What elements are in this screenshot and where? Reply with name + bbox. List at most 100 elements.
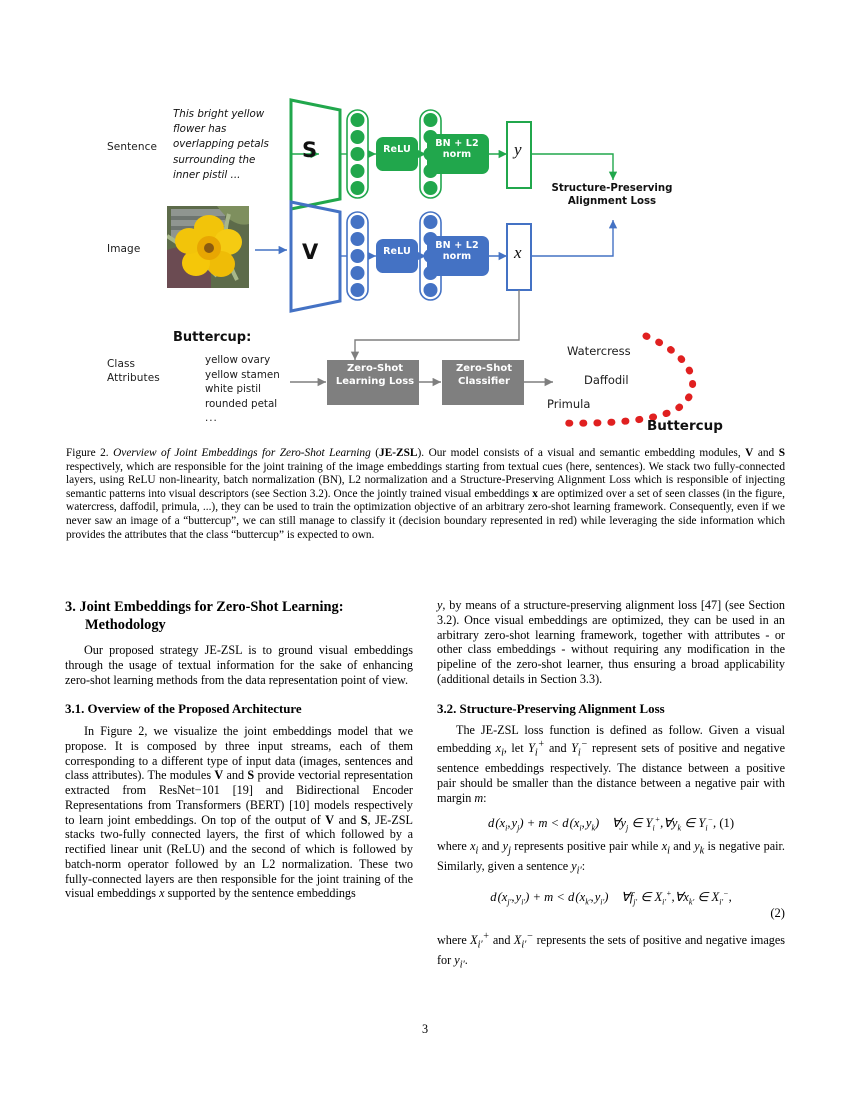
figure-caption: Figure 2. Overview of Joint Embeddings f… — [66, 447, 786, 541]
relu-block-sentence: ReLU — [383, 144, 411, 155]
semantic-encoder-letter: S — [302, 138, 318, 162]
paragraph-loss-definition: The JE-ZSL loss function is defined as f… — [437, 723, 785, 805]
equation-2-body: d (xj′, yi′) + m < d (xk′, yi′) — [490, 889, 609, 907]
math-Y-i-plus: Yi+ — [528, 739, 545, 759]
equation-1-quantifiers: ∀yj ∈ Yi+,∀yk ∈ Yi−, — [611, 814, 717, 833]
class-label-line1: Class — [107, 358, 136, 370]
math-y-i-prime: yi′ — [571, 859, 582, 877]
equation-1-number: (1) — [719, 815, 735, 830]
visual-embedding-variable: x — [514, 243, 522, 262]
section-3-2-heading: 3.2. Structure-Preserving Alignment Loss — [437, 701, 665, 716]
caption-bold-v: V — [745, 447, 754, 459]
zero-shot-classifier-block: Zero-Shot Classifier — [445, 362, 523, 388]
bn-l2-line1: BN + L2 — [435, 240, 479, 251]
caption-title: Overview of Joint Embeddings for Zero-Sh… — [113, 447, 371, 459]
visual-encoder-letter: V — [302, 240, 319, 264]
equation-2: d (xj′, yi′) + m < d (xk′, yi′) ∀fj′ ∈ X… — [437, 888, 785, 922]
math-yk: yk — [694, 839, 705, 857]
section-3-heading-line1: 3. Joint Embeddings for Zero-Shot Learni… — [65, 599, 344, 615]
caption-bold-x: x — [532, 487, 538, 500]
section-3-heading-line2: Methodology — [85, 617, 166, 633]
para-loss-d: represent sets of positive and negative … — [437, 741, 785, 805]
paragraph-architecture: In Figure 2, we visualize the joint embe… — [65, 724, 413, 901]
math-y-i-prime-2: yi′ — [454, 953, 465, 971]
bn-l2-line1: BN + L2 — [435, 138, 479, 149]
relu-block-image: ReLU — [383, 246, 411, 257]
para-cont-math-y: y — [437, 598, 443, 612]
equation-1-body: d (xi, yj) + m < d (xi, yk) — [487, 815, 600, 833]
math-X-i-prime-plus: Xi′+ — [470, 931, 490, 951]
class-name-primula: Primula — [547, 397, 591, 411]
zsc-line1: Zero-Shot — [456, 363, 512, 374]
flower-input-image — [167, 206, 249, 288]
para-loss-a: The JE-ZSL loss function is defined as f… — [437, 723, 785, 756]
bn-l2-block-image: BN + L2 norm — [431, 240, 483, 262]
zsl-loss-line2: Learning Loss — [335, 376, 415, 387]
zsl-loss-line1: Zero-Shot — [347, 363, 403, 374]
equation-2-quantifiers: ∀fj′ ∈ Xi′+,∀xk′ ∈ Xi′−, — [621, 888, 732, 907]
caption-body-3: respectively, which are responsible for … — [66, 460, 785, 500]
math-xi-3: xi — [661, 839, 670, 857]
sentence-embedding-variable: y — [514, 140, 522, 159]
spa-loss-line1: Structure-Preserving — [551, 183, 673, 194]
para-arch-e: , JE-ZSL stacks two-fully connected laye… — [65, 812, 414, 901]
class-attributes-list: yellow ovary yellow stamen white pistil … — [205, 353, 280, 426]
para-cont-a: , by means of a structure-preserving ali… — [437, 598, 785, 686]
para-arch-bold-v2: V — [325, 812, 335, 827]
figure-label-image: Image — [107, 243, 141, 255]
caption-body-1: ). Our model consists of a visual and se… — [417, 447, 746, 459]
section-3-1-heading: 3.1. Overview of the Proposed Architectu… — [65, 702, 302, 717]
paragraph-continued: y, by means of a structure-preserving al… — [437, 598, 785, 687]
bn-l2-block-sentence: BN + L2 norm — [431, 138, 483, 160]
para-pair-b: and — [478, 839, 503, 854]
para-pair-d: and — [669, 839, 695, 854]
para-sets-c: represents the sets of positive and nega… — [437, 933, 785, 968]
para-pair-a: where — [437, 839, 471, 854]
figure-label-sentence: Sentence — [107, 141, 158, 153]
para-loss-b: , let — [503, 741, 529, 756]
class-name-watercress: Watercress — [567, 344, 631, 358]
equation-1: d (xi, yj) + m < d (xi, yk) ∀yj ∈ Yi+,∀y… — [437, 814, 785, 833]
math-m: m — [474, 790, 484, 805]
figure-label-class-attributes: Class Attributes — [107, 357, 160, 385]
math-xi: xi — [495, 741, 504, 759]
math-xi-2: xi — [470, 839, 479, 857]
para-pair-e: is negative pair. Similarly, given a sen… — [437, 839, 785, 874]
bn-l2-line2: norm — [442, 149, 472, 160]
para-arch-bold-s2: S — [360, 812, 368, 827]
caption-bold-s: S — [778, 447, 785, 459]
para-pair-f: : — [581, 859, 586, 874]
bn-l2-line2: norm — [442, 251, 472, 262]
caption-body-2: and — [753, 447, 779, 459]
equation-2-number: (2) — [770, 906, 785, 921]
para-sets-b: and — [489, 933, 514, 948]
sentence-input-text: This bright yellow flower has overlappin… — [173, 108, 269, 181]
class-name-daffodil: Daffodil — [584, 373, 629, 387]
paragraph-intro: Our proposed strategy JE-ZSL is to groun… — [65, 643, 413, 687]
attribute-item-ellipsis: ... — [205, 412, 218, 425]
math-Y-i-minus: Yi− — [571, 739, 588, 759]
caption-acronym: JE-ZSL — [379, 447, 418, 459]
section-3-heading: 3. Joint Embeddings for Zero-Shot Learni… — [65, 598, 413, 634]
zero-shot-learning-loss-block: Zero-Shot Learning Loss — [330, 362, 420, 388]
para-sets-a: where — [437, 933, 471, 948]
math-X-i-prime-minus: Xi′− — [513, 931, 534, 951]
spa-loss-line2: Alignment Loss — [567, 196, 657, 207]
para-arch-math-x: x — [159, 886, 165, 901]
structure-preserving-alignment-loss-label: Structure-Preserving Alignment Loss — [522, 182, 702, 208]
para-arch-f: supported by the sentence embeddings — [164, 886, 356, 901]
paragraph-image-sets: where Xi′+ and Xi′− represents the sets … — [437, 930, 785, 973]
attribute-item: yellow ovary — [205, 354, 271, 366]
attribute-item: white pistil — [205, 383, 261, 396]
class-name-buttercup: Buttercup — [647, 418, 723, 434]
para-arch-b: and — [223, 768, 248, 783]
attribute-item: yellow stamen — [205, 368, 280, 381]
class-label-line2: Attributes — [107, 372, 160, 384]
para-arch-d: and — [334, 812, 361, 827]
left-column: 3. Joint Embeddings for Zero-Shot Learni… — [65, 598, 413, 901]
para-pair-c: represents positive pair while — [510, 839, 662, 854]
math-yj: yj — [502, 839, 511, 857]
zsc-line2: Classifier — [458, 376, 510, 387]
para-arch-a: In Figure 2, we visualize the joint embe… — [65, 724, 413, 783]
